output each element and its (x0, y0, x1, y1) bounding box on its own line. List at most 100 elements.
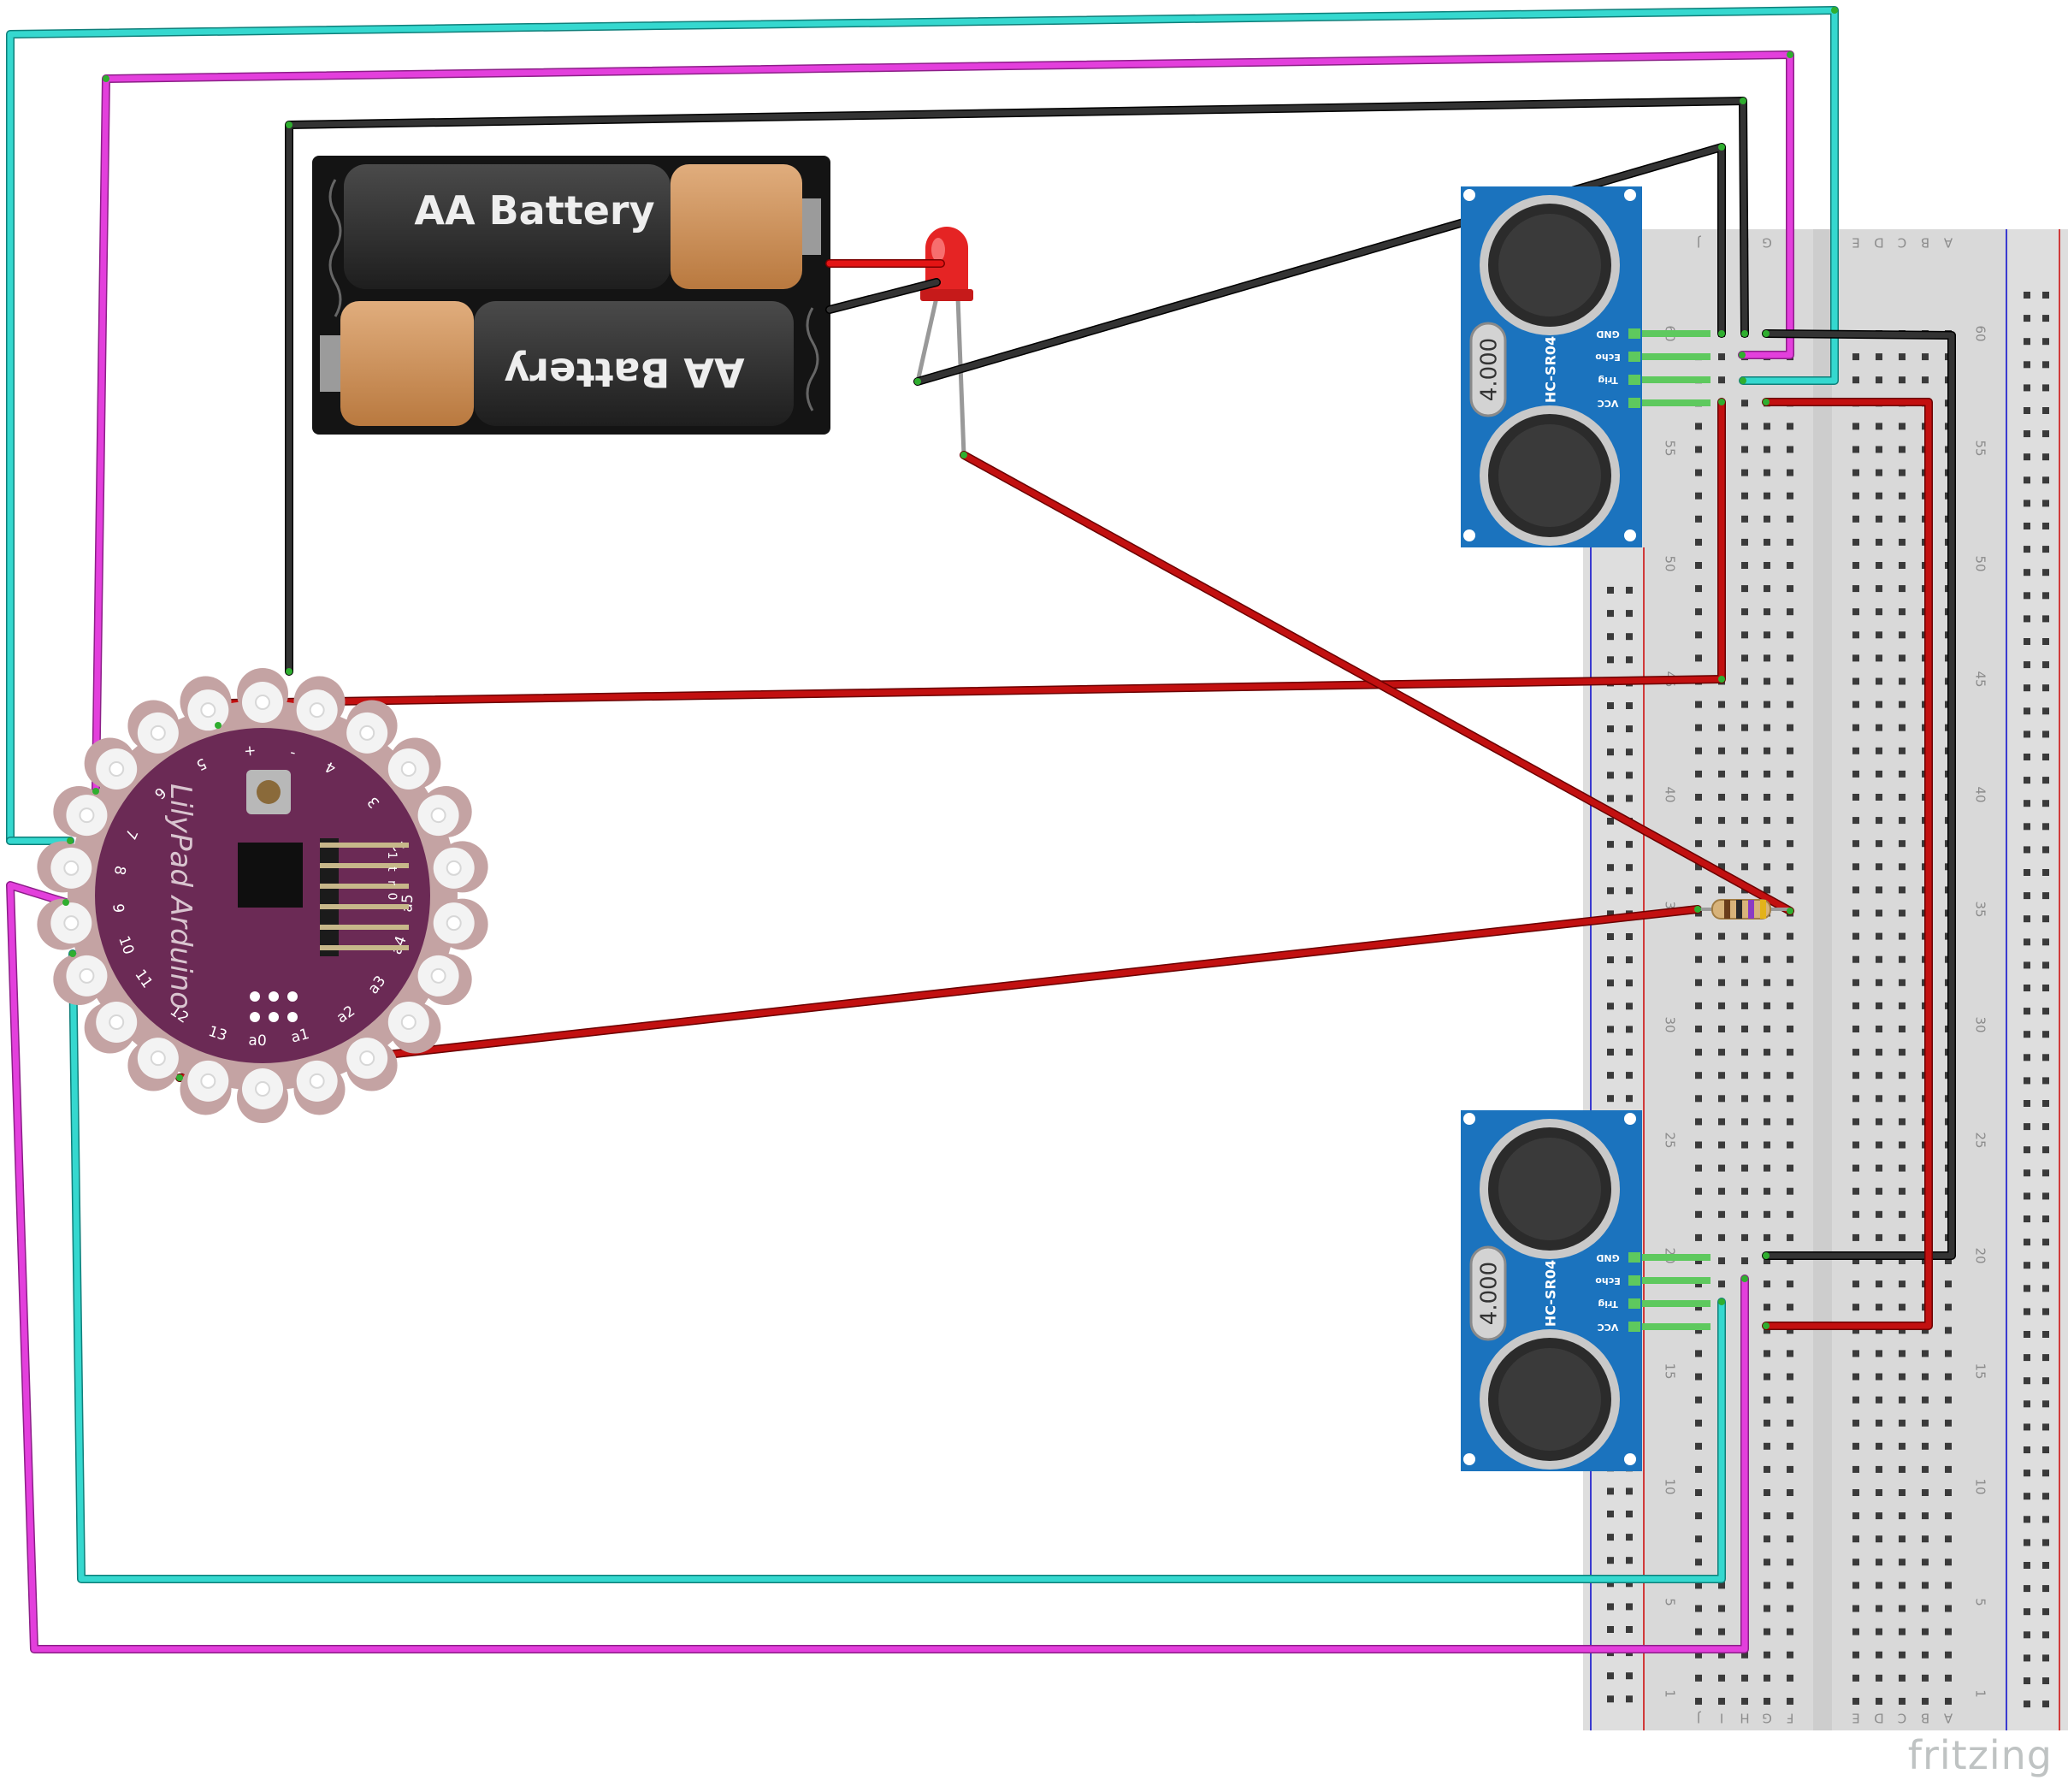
header-label: t (385, 866, 399, 872)
column-letter-bottom: J (1697, 1711, 1701, 1726)
lilypad-pin-label: + (243, 742, 257, 760)
battery-label-bottom: AA Battery (504, 350, 744, 396)
wire-end (960, 452, 967, 458)
wire-end (286, 668, 292, 675)
header-pin (320, 945, 409, 950)
wire-end (1694, 906, 1701, 913)
wire-end (1831, 7, 1838, 14)
header-pin (320, 863, 409, 868)
column-letter-bottom: G (1762, 1711, 1772, 1726)
column-letter-bottom: C (1898, 1711, 1906, 1726)
row-number-right: 15 (1973, 1363, 1988, 1379)
sensor-pin-label: Trig (1598, 375, 1617, 386)
lilypad-pin-label: - (288, 744, 297, 762)
red-led (915, 227, 973, 456)
wire-end (1718, 1298, 1725, 1305)
row-number-left: 1 (1663, 1689, 1678, 1698)
wire-end (1718, 330, 1725, 337)
row-number-right: 45 (1973, 671, 1988, 687)
sensor-pin-label: Echo (1595, 1275, 1621, 1286)
row-number-right: 1 (1973, 1689, 1988, 1698)
sensor-pin-label: Trig (1598, 1298, 1617, 1310)
sensor-pin-label: VCC (1598, 1322, 1619, 1333)
sensor-part-label: HC-SR04 (1543, 336, 1559, 403)
column-letter-bottom: F (1787, 1711, 1794, 1726)
breadboard: 6060555550504545404035353030252520201515… (1583, 229, 2068, 1730)
wire-end (62, 899, 69, 906)
column-letter-top: E (1852, 235, 1859, 251)
column-letter-top: G (1762, 235, 1772, 251)
row-number-left: 55 (1663, 440, 1678, 456)
resistor (1698, 899, 1790, 920)
wire-end (176, 1074, 183, 1081)
wire-end (286, 121, 292, 128)
wire-end (1787, 908, 1793, 914)
row-number-right: 40 (1973, 786, 1988, 802)
crystal-label: 4.000 (1477, 1262, 1503, 1325)
column-letter-top: A (1943, 235, 1953, 251)
sensor-pin (1642, 399, 1711, 406)
column-letter-bottom: A (1943, 1711, 1953, 1726)
header-label: 0 (385, 893, 399, 901)
lilypad-pin-label: 9 (109, 903, 127, 914)
wire-end (1718, 144, 1725, 151)
row-number-right: 5 (1973, 1598, 1988, 1606)
wire-end (1740, 377, 1746, 384)
header-label: 1 (385, 852, 399, 860)
lilypad-isp-holes (250, 991, 298, 1022)
column-letter-bottom: E (1852, 1711, 1859, 1726)
wire-end (914, 378, 921, 385)
column-letter-top: C (1898, 235, 1906, 251)
fritzing-watermark: fritzing (1907, 1732, 2053, 1778)
battery-pack: AA Battery AA Battery (312, 156, 830, 435)
row-number-left: 15 (1663, 1363, 1678, 1379)
column-letter-bottom: H (1740, 1711, 1749, 1726)
sensor-pin-label: VCC (1598, 398, 1619, 409)
wire-end (1740, 98, 1746, 104)
wire-end (1718, 399, 1725, 405)
row-number-right: 30 (1973, 1016, 1988, 1032)
wire-end (1763, 1322, 1770, 1329)
row-number-left: 10 (1663, 1478, 1678, 1494)
sensor-pin-label: GND (1596, 328, 1619, 340)
lilypad-pin-label: 8 (110, 864, 129, 876)
crystal-label: 4.000 (1477, 338, 1503, 401)
wire-end (92, 788, 99, 795)
sensor-pin (1642, 376, 1711, 383)
wire-end (103, 75, 109, 82)
wire-end (1741, 330, 1748, 337)
wire-end (1787, 51, 1793, 58)
header-pin (320, 884, 409, 889)
wire-end (1763, 399, 1770, 405)
column-letter-top: J (1697, 235, 1701, 251)
column-letter-bottom: D (1874, 1711, 1884, 1726)
sensor-pin (1642, 330, 1711, 337)
wire-end (1741, 1275, 1748, 1282)
row-number-right: 50 (1973, 555, 1988, 571)
header-pin (320, 843, 409, 848)
battery-label-top: AA Battery (414, 187, 654, 234)
aa-cell-bottom: AA Battery (320, 301, 794, 426)
row-number-right: 35 (1973, 901, 1988, 917)
sensor-pin (1642, 1254, 1711, 1261)
wire-end (1718, 676, 1725, 683)
wire-end (69, 950, 76, 957)
column-letter-top: B (1921, 235, 1929, 251)
column-letter-top: D (1874, 235, 1884, 251)
sensor-pin-label: Echo (1595, 352, 1621, 363)
sensor-pin-label: GND (1596, 1252, 1619, 1263)
lilypad-pin-label: a5 (399, 894, 417, 913)
row-number-left: 40 (1663, 786, 1678, 802)
row-number-left: 5 (1663, 1598, 1678, 1606)
row-number-right: 25 (1973, 1132, 1988, 1148)
column-letter-bottom: B (1921, 1711, 1929, 1726)
wire-endpoints (62, 7, 1838, 1329)
wire-end (1763, 330, 1770, 337)
sensor-part-label: HC-SR04 (1543, 1260, 1559, 1327)
wire-end (1763, 1252, 1770, 1259)
